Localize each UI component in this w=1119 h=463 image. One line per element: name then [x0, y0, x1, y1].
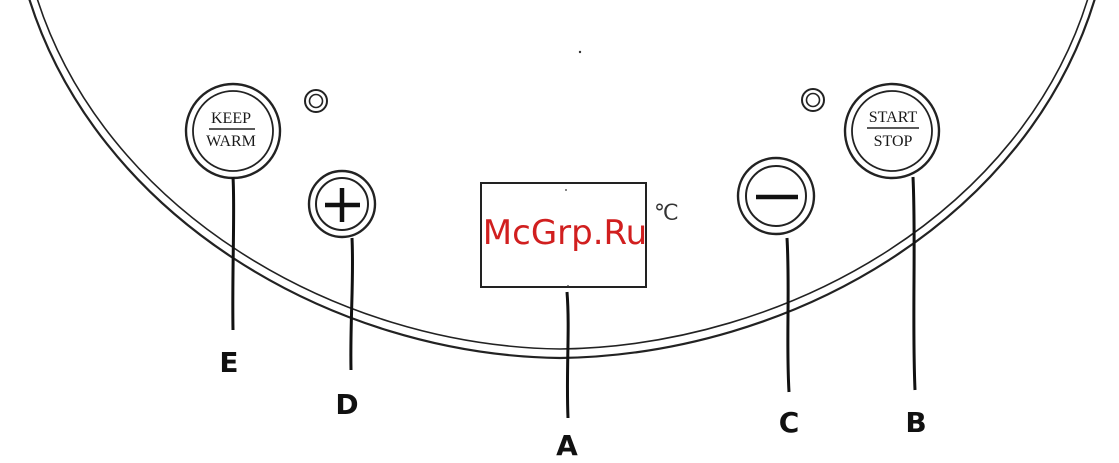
callout-label-d: D: [335, 388, 358, 421]
leader-line-a: [567, 292, 568, 418]
panel-outline: [28, 0, 1096, 358]
indicator-light-right: [802, 89, 824, 111]
callout-label-a: A: [556, 429, 578, 462]
start-stop-label-top: START: [869, 109, 918, 126]
callout-label-c: C: [779, 406, 800, 439]
center-dot: [579, 51, 581, 53]
watermark-text: McGrp.Ru: [483, 213, 647, 253]
callout-label-e: E: [219, 346, 238, 379]
leader-line-e: [233, 177, 234, 330]
leader-line-b: [913, 177, 915, 390]
plus-button[interactable]: [309, 171, 375, 237]
keep-warm-button[interactable]: KEEP WARM: [186, 84, 280, 178]
start-stop-button[interactable]: START STOP: [845, 84, 939, 178]
keep-warm-label-bottom: WARM: [206, 133, 256, 150]
leader-line-d: [351, 238, 353, 370]
indicator-light-left: [305, 90, 327, 112]
callout-label-b: B: [905, 406, 926, 439]
celsius-unit-label: ℃: [654, 200, 679, 225]
minus-button[interactable]: [738, 158, 814, 234]
leader-line-c: [787, 238, 789, 392]
start-stop-label-bottom: STOP: [874, 133, 913, 150]
keep-warm-label-top: KEEP: [211, 110, 251, 127]
